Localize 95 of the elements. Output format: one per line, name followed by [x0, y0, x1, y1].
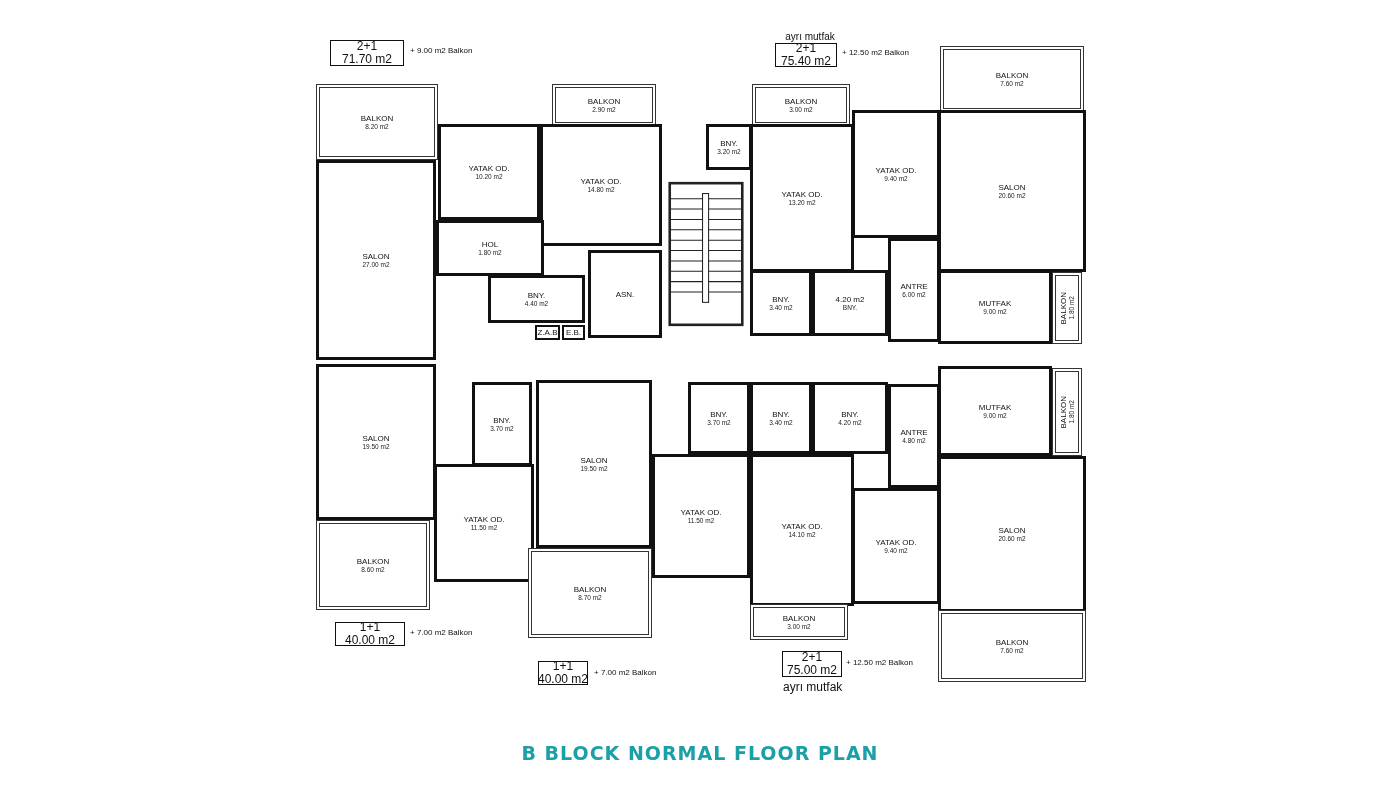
room-name: BALKON	[356, 557, 390, 566]
balcony-area-note: + 12.50 m2 Balkon	[842, 48, 909, 57]
room-name: YATAK OD.	[463, 515, 505, 524]
balcony-area-note: + 7.00 m2 Balkon	[410, 628, 473, 637]
unit-summary-box	[335, 622, 405, 646]
room-name: SALON	[580, 456, 608, 465]
room-name: BNY.	[720, 139, 738, 148]
room-name: YATAK OD.	[468, 164, 510, 173]
room-area	[688, 382, 750, 454]
room-name: MUTFAK	[978, 299, 1012, 308]
room-area	[812, 270, 888, 336]
room-area	[750, 270, 812, 336]
balcony-room	[316, 520, 430, 610]
room-name: YATAK OD.	[680, 508, 722, 517]
balcony-room	[552, 84, 656, 126]
room-name: BNY.	[527, 291, 546, 300]
unit-area: 75.00 m2	[786, 664, 837, 677]
room-area	[588, 250, 662, 338]
balcony-room	[940, 46, 1084, 112]
room-area	[750, 382, 812, 454]
room-area	[472, 382, 532, 466]
room-area	[938, 270, 1052, 344]
fixture-label: E.B.	[565, 328, 582, 337]
balcony-room	[1052, 368, 1082, 456]
room-name: BALKON	[1059, 395, 1068, 429]
room-name: SALON	[998, 526, 1026, 535]
unit-type: 2+1	[356, 40, 378, 53]
room-name: ANTRE	[900, 282, 928, 291]
room-name: ANTRE	[900, 428, 928, 437]
unit-summary-box	[775, 43, 837, 67]
room-name: YATAK OD.	[580, 177, 622, 186]
unit-type: 2+1	[801, 651, 823, 664]
room-area	[316, 160, 436, 360]
room-name: HOL	[481, 240, 499, 249]
room-name: SALON	[998, 183, 1026, 192]
room-area	[938, 110, 1086, 272]
room-area	[852, 488, 940, 604]
room-name: ASN.	[615, 289, 635, 299]
plan-title: B BLOCK NORMAL FLOOR PLAN	[521, 742, 879, 764]
unit-summary-box	[330, 40, 404, 66]
room-area	[938, 456, 1086, 612]
room-name: BALKON	[784, 97, 818, 106]
room-area	[434, 464, 534, 582]
room-area	[488, 275, 585, 323]
balcony-room	[316, 84, 438, 160]
room-name: YATAK OD.	[781, 522, 823, 531]
room-area	[536, 380, 652, 548]
room-area	[652, 454, 750, 578]
room-name: SALON	[362, 434, 390, 443]
room-area	[888, 238, 940, 342]
room-area	[812, 382, 888, 454]
room-name: BNY.	[493, 416, 511, 425]
room-name: BALKON	[995, 71, 1029, 80]
balcony-area-note: + 7.00 m2 Balkon	[594, 668, 657, 677]
unit-note: ayrı mutfak	[783, 680, 843, 694]
room-name: BALKON	[1059, 291, 1068, 325]
balcony-room	[528, 548, 652, 638]
unit-area: 40.00 m2	[344, 634, 395, 647]
room-name: YATAK OD.	[875, 166, 917, 175]
balcony-room	[750, 604, 848, 640]
room-area	[852, 110, 940, 238]
room-name: YATAK OD.	[781, 190, 823, 199]
balcony-area-note: + 9.00 m2 Balkon	[410, 46, 473, 55]
room-area	[438, 124, 540, 220]
room-name: BALKON	[782, 614, 816, 623]
room-area	[540, 124, 662, 246]
room-name: BNY.	[772, 410, 790, 419]
room-area	[706, 124, 752, 170]
room-name: BALKON	[573, 585, 607, 594]
unit-summary-box	[782, 651, 842, 677]
balcony-area-note: + 12.50 m2 Balkon	[846, 658, 913, 667]
room-name: BALKON	[360, 114, 394, 123]
room-name: MUTFAK	[978, 403, 1012, 412]
unit-area: 40.00 m2	[538, 673, 589, 686]
room-name: BNY.	[772, 295, 790, 304]
room-name: YATAK OD.	[875, 538, 917, 547]
balcony-room	[938, 610, 1086, 682]
room-area	[316, 364, 436, 520]
room-name: BALKON	[995, 638, 1029, 647]
room-area	[436, 220, 544, 276]
room-area	[888, 384, 940, 488]
balcony-room	[1052, 272, 1082, 344]
unit-area: 75.40 m2	[780, 55, 831, 68]
unit-area: 71.70 m2	[341, 53, 392, 66]
balcony-room	[752, 84, 850, 126]
room-name: BNY.	[710, 410, 728, 419]
room-name: BNY.	[841, 410, 859, 419]
fixture-label: Z.A.B	[537, 328, 558, 337]
room-area	[750, 454, 854, 606]
room-name: 4.20 m2	[835, 295, 865, 304]
room-area	[938, 366, 1052, 456]
room-name: BALKON	[587, 97, 621, 106]
unit-summary-box	[538, 661, 588, 685]
room-name: SALON	[362, 252, 390, 261]
room-area	[750, 124, 854, 272]
